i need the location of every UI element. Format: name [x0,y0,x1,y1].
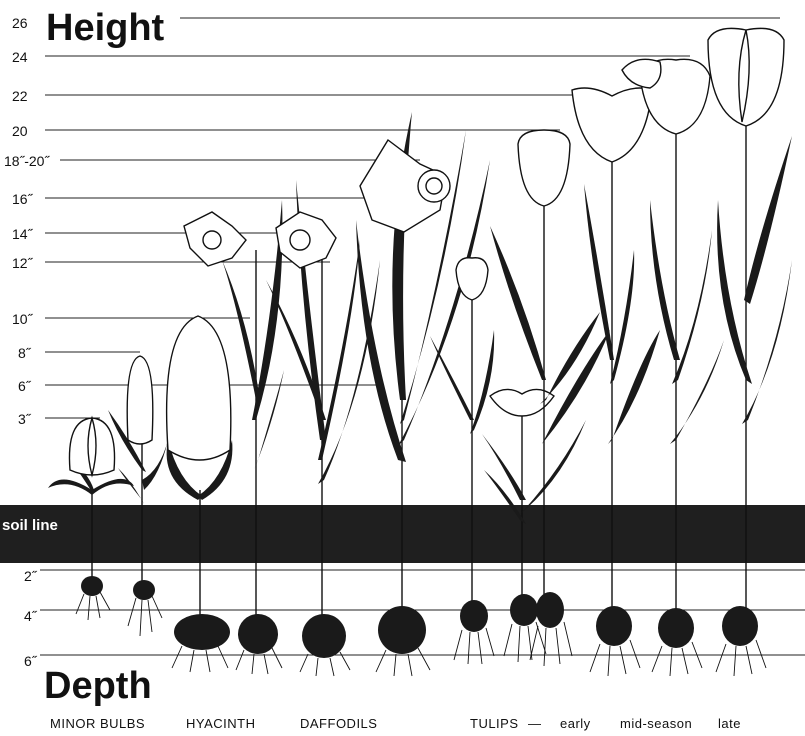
label-late: late [718,716,741,731]
tulip-mid-season-illustration [572,88,660,676]
tick-12: 12˝ [12,255,34,271]
tulip-parrot-illustration [622,59,724,676]
tick-26: 26 [12,15,28,31]
soil-line-label: soil line [2,517,58,534]
tick-8: 8˝ [18,345,32,361]
daffodil-mid-illustration [266,180,380,676]
tick-10: 10˝ [12,311,34,327]
depth-tick-labels: 2˝ 4˝ 6˝ [24,568,38,669]
label-early: early [560,716,591,731]
tick-16: 16˝ [12,191,34,207]
depth-tick-6: 6˝ [24,653,38,669]
label-hyacinth: HYACINTH [186,716,255,731]
tick-18-20: 18˝-20˝ [4,153,50,169]
label-minor-bulbs: MINOR BULBS [50,716,145,731]
label-daffodils: DAFFODILS [300,716,377,731]
tulip-late-illustration [708,28,792,676]
tick-24: 24 [12,49,28,65]
height-tick-labels: 26 24 22 20 18˝-20˝ 16˝ 14˝ 12˝ 10˝ 8˝ 6… [4,15,50,427]
label-tulips-dash: — [528,716,542,731]
tick-22: 22 [12,88,28,104]
label-tulips: TULIPS [470,716,519,731]
daffodil-tall-illustration [356,112,490,676]
height-title: Height [46,7,165,49]
hyacinth-illustration [167,316,233,672]
category-labels: MINOR BULBS HYACINTH DAFFODILS TULIPS — … [50,716,741,731]
label-mid-season: mid-season [620,716,692,731]
tick-20: 20 [12,123,28,139]
tick-6: 6˝ [18,378,32,394]
tulip-early-short-illustration [430,258,494,664]
depth-tick-4: 4˝ [24,608,38,624]
muscari-illustration [108,356,168,636]
depth-tick-2: 2˝ [24,568,38,584]
tick-3: 3˝ [18,411,32,427]
depth-title: Depth [44,665,152,707]
tick-14: 14˝ [12,226,34,242]
